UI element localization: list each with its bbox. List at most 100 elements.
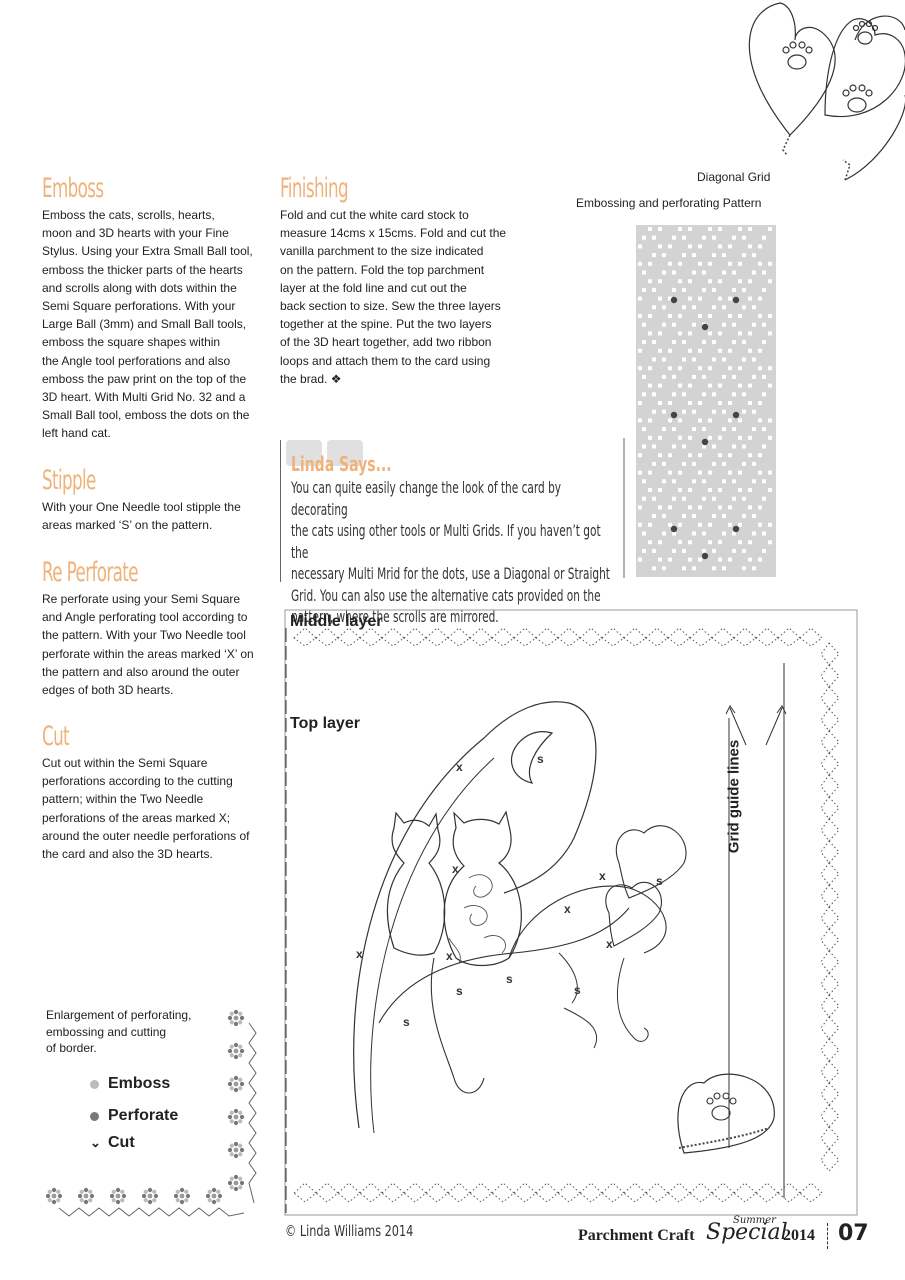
grid-hole	[658, 383, 662, 388]
grid-hole	[668, 557, 672, 562]
grid-hole	[698, 453, 702, 458]
grid-hole	[738, 227, 742, 231]
perforation-diamond	[337, 1182, 361, 1203]
grid-hole	[768, 470, 772, 475]
grid-hole	[718, 331, 722, 336]
grid-hole	[672, 340, 676, 345]
grid-hole	[762, 444, 766, 449]
grid-hole	[702, 287, 706, 292]
linda-says-title: Linda Says...	[291, 452, 392, 476]
perforation-diamond	[469, 1182, 493, 1203]
grid-hole	[662, 305, 666, 310]
cat-right-icon	[443, 810, 522, 967]
grid-hole	[728, 261, 732, 266]
grid-hole	[702, 392, 706, 397]
grid-hole	[708, 470, 712, 475]
grid-hole	[732, 235, 736, 240]
grid-hole	[752, 531, 756, 536]
section-title: Emboss	[42, 173, 104, 204]
grid-hole	[758, 314, 762, 318]
perforation-diamond	[359, 1182, 383, 1203]
grid-hole	[692, 461, 696, 466]
grid-hole	[678, 279, 682, 284]
grid-hole	[692, 566, 696, 571]
grid-hole	[732, 340, 736, 345]
perforation-diamond	[535, 1182, 559, 1203]
grid-hole	[652, 548, 656, 553]
grid-hole	[712, 496, 716, 501]
grid-hole	[698, 261, 702, 266]
grid-hole	[688, 435, 692, 440]
paw-print-icon	[842, 84, 873, 113]
grid-hole	[672, 531, 676, 536]
border-flower	[141, 1187, 159, 1205]
grid-hole	[698, 470, 702, 475]
grid-hole	[652, 357, 656, 362]
grid-hole	[712, 444, 716, 449]
grid-hole	[682, 409, 686, 414]
grid-hole	[638, 244, 642, 249]
grid-hole	[762, 322, 766, 327]
pattern-mark-s: s	[537, 752, 544, 766]
section-emboss: Emboss Emboss the cats, scrolls, hearts,…	[42, 174, 272, 443]
grid-hole	[672, 322, 676, 327]
grid-hole	[742, 566, 746, 571]
grid-hole	[698, 522, 702, 527]
section-title: Stipple	[42, 465, 96, 496]
grid-hole	[672, 287, 676, 292]
grid-hole	[652, 566, 656, 571]
grid-hole	[698, 296, 702, 301]
grid-hole	[748, 401, 752, 405]
grid-hole	[712, 514, 716, 519]
grid-hole	[722, 357, 726, 362]
grid-hole	[752, 566, 756, 571]
middle-layer-label: Middle layer	[290, 613, 383, 630]
grid-hole	[638, 366, 642, 371]
grid-hole	[752, 270, 756, 275]
pattern-mark-x: x	[606, 937, 613, 951]
grid-hole	[642, 531, 646, 536]
grid-hole	[648, 540, 652, 545]
grid-hole	[642, 374, 646, 379]
grid-hole	[638, 401, 642, 405]
grid-hole	[698, 366, 702, 371]
grid-hole	[738, 488, 742, 492]
grid-hole	[728, 296, 732, 301]
grid-hole	[652, 514, 656, 519]
grid-hole	[642, 322, 646, 327]
grid-hole	[708, 522, 712, 527]
grid-hole	[682, 496, 686, 501]
heart-outline-2	[824, 18, 905, 118]
perforation-diamond	[820, 994, 840, 1018]
grid-hole	[672, 235, 676, 240]
section-cut: Cut Cut out within the Semi Square perfo…	[42, 722, 272, 863]
grid-hole	[668, 505, 672, 510]
grid-hole	[732, 548, 736, 553]
perforation-diamond	[601, 627, 625, 647]
perforation-diamond	[711, 627, 735, 647]
grid-hole	[712, 253, 716, 258]
heart-outline	[615, 825, 687, 899]
grid-hole	[688, 453, 692, 458]
grid-hole	[662, 427, 666, 432]
grid-hole	[758, 557, 762, 562]
grid-hole	[768, 418, 772, 423]
perforation-diamond	[820, 1060, 840, 1084]
grid-hole	[638, 314, 642, 318]
heart-outline-1	[748, 2, 836, 136]
grid-hole	[722, 322, 726, 327]
border-flower	[227, 1042, 245, 1060]
grid-hole	[722, 566, 726, 571]
grid-hole	[662, 357, 666, 362]
grid-hole	[762, 548, 766, 553]
grid-hole	[738, 366, 742, 371]
grid-hole	[708, 261, 712, 266]
grid-emboss-dot	[701, 323, 709, 331]
grid-hole	[718, 244, 722, 249]
grid-hole	[692, 427, 696, 432]
perforation-diamond	[293, 1182, 317, 1203]
grid-hole	[692, 305, 696, 310]
page-number: 07	[838, 1221, 869, 1246]
pattern-mark-x: x	[564, 902, 571, 916]
grid-hole	[662, 514, 666, 519]
